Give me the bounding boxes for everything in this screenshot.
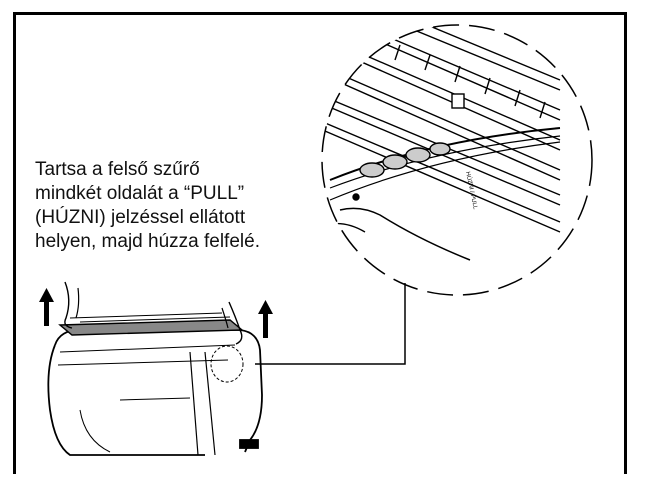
- indoor-unit: [47, 281, 263, 456]
- leader-line: [255, 283, 406, 365]
- up-arrow-left: [39, 288, 54, 326]
- up-arrow-right: [258, 300, 273, 338]
- figure-frame: [13, 12, 627, 474]
- instruction-text: Tartsa a felső szűrő mindkét oldalát a “…: [35, 159, 260, 252]
- magnified-detail: HÚZNI / PULL: [321, 24, 593, 296]
